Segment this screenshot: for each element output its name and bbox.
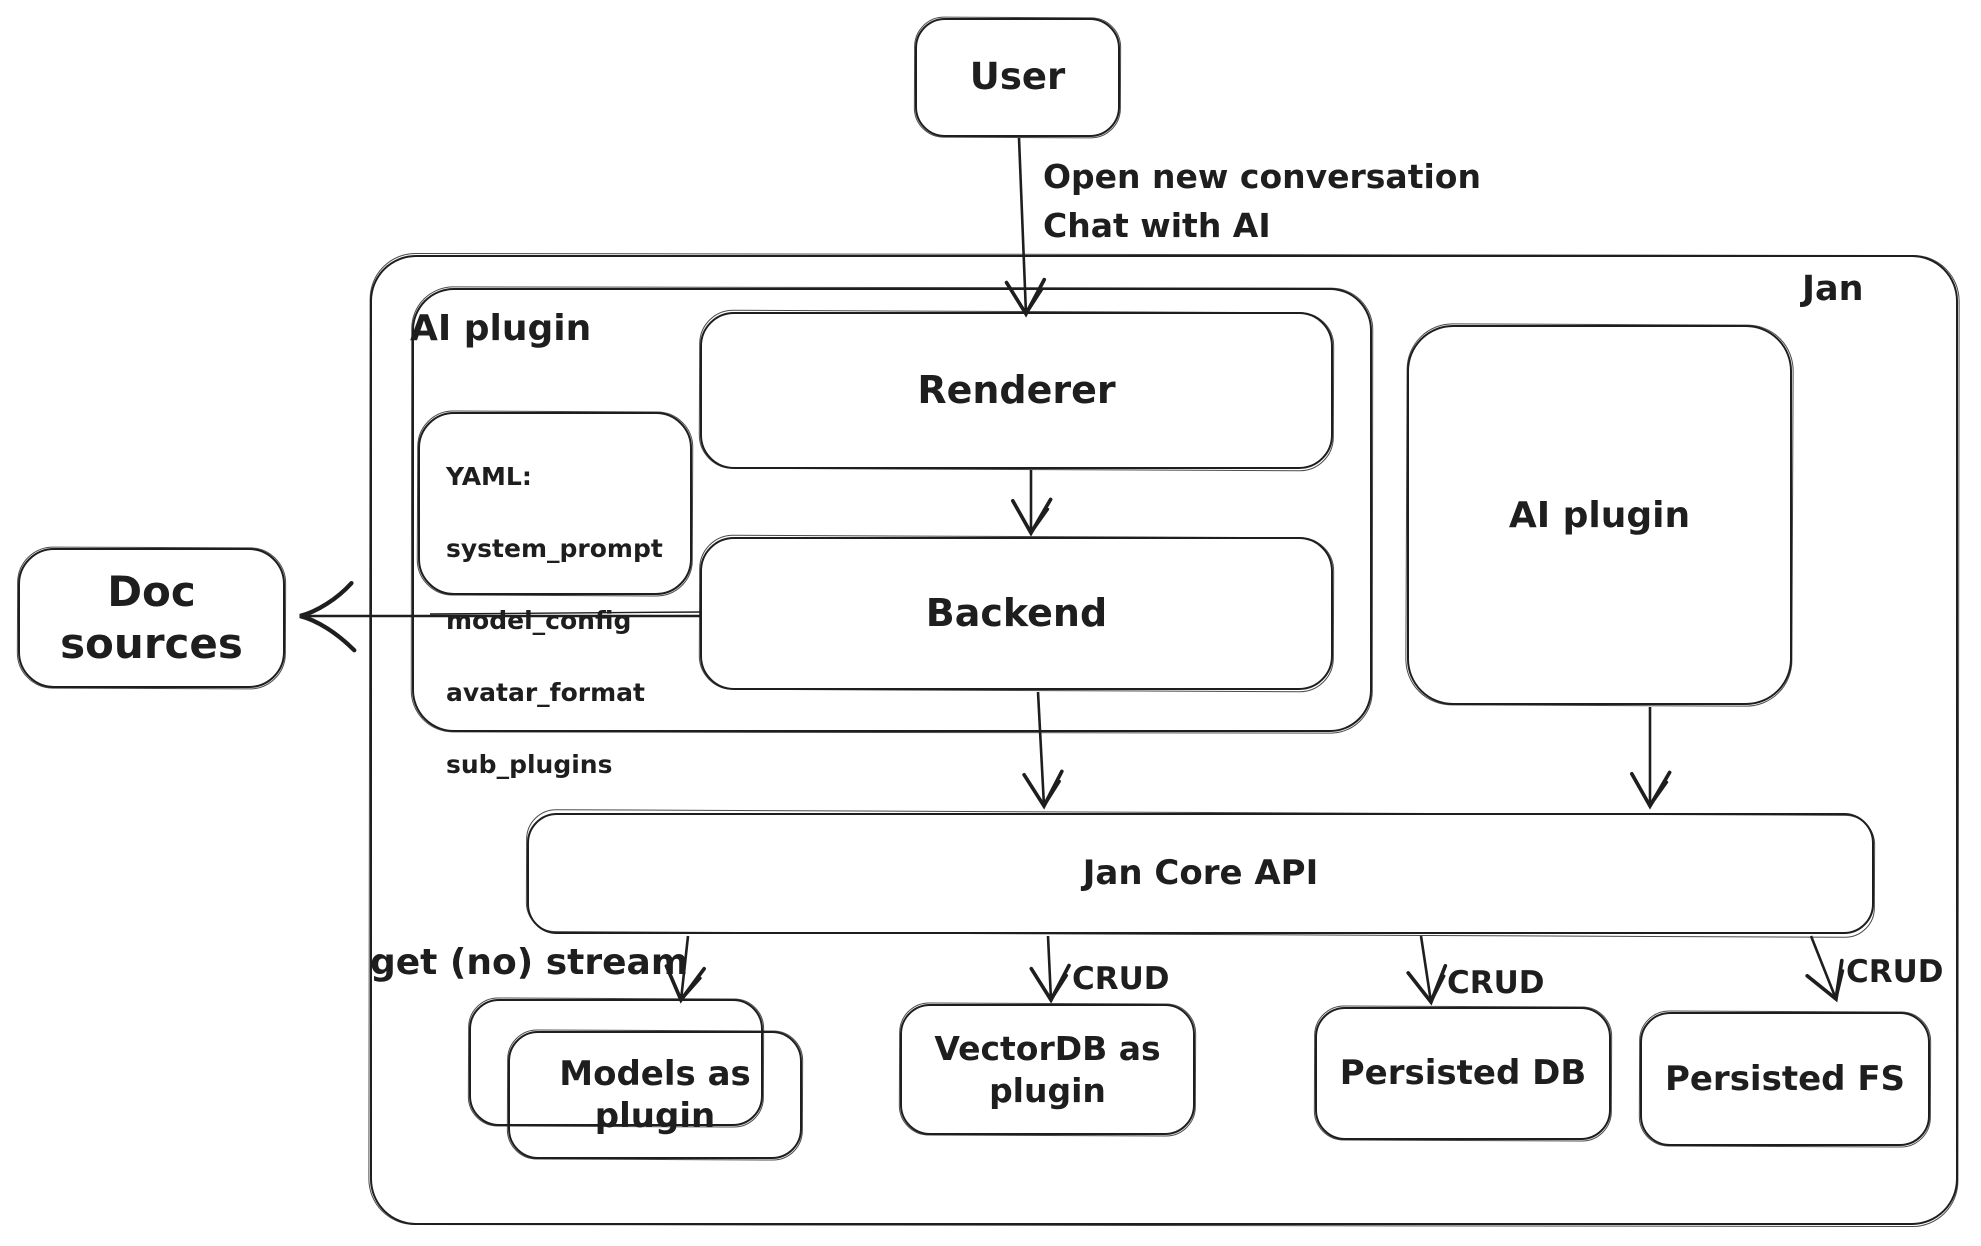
- yaml-line: sub_plugins: [446, 750, 613, 779]
- edge-label-open-conversation: Open new conversation Chat with AI: [1043, 157, 1481, 245]
- persisted-fs-node-label: Persisted FS: [1664, 1058, 1906, 1099]
- ai-plugin-left-label: AI plugin: [410, 308, 592, 349]
- renderer-node-label: Renderer: [917, 367, 1116, 412]
- persisted-db-node-label: Persisted DB: [1339, 1053, 1587, 1094]
- yaml-line: system_prompt: [446, 534, 663, 563]
- ai-plugin-right-node: AI plugin: [1407, 325, 1792, 705]
- models-plugin-node-label: Models as plugin: [559, 1053, 751, 1137]
- user-node: User: [915, 18, 1120, 137]
- jan-container-label: Jan: [1802, 269, 1864, 309]
- yaml-line: YAML:: [446, 462, 532, 491]
- vectordb-plugin-node-label: VectorDB as plugin: [934, 1029, 1161, 1110]
- models-plugin-node: Models as plugin: [508, 1031, 802, 1159]
- jan-core-api-node: Jan Core API: [527, 813, 1874, 934]
- edge-label-crud-vectordb: CRUD: [1072, 961, 1170, 997]
- edge-label-get-no-stream: get (no) stream: [370, 942, 689, 983]
- yaml-note-text: YAML: system_prompt model_config avatar_…: [446, 423, 663, 819]
- jan-container: [370, 255, 1958, 1225]
- backend-node-label: Backend: [925, 590, 1108, 635]
- persisted-db-node: Persisted DB: [1315, 1007, 1611, 1140]
- backend-node: Backend: [700, 537, 1333, 690]
- yaml-line: avatar_format: [446, 678, 645, 707]
- edge-label-crud-persisted-fs: CRUD: [1846, 954, 1944, 990]
- ai-plugin-left-container: [412, 288, 1372, 732]
- vectordb-plugin-node: VectorDB as plugin: [900, 1004, 1195, 1135]
- yaml-line: model_config: [446, 606, 632, 635]
- ai-plugin-right-node-label: AI plugin: [1508, 494, 1691, 536]
- edge-label-crud-persisted-db: CRUD: [1447, 965, 1545, 1001]
- persisted-fs-node: Persisted FS: [1640, 1012, 1930, 1146]
- yaml-note: YAML: system_prompt model_config avatar_…: [418, 412, 692, 779]
- doc-sources-node: Doc sources: [18, 548, 285, 688]
- jan-core-api-node-label: Jan Core API: [1082, 853, 1319, 894]
- doc-sources-node-label: Doc sources: [60, 566, 243, 669]
- user-node-label: User: [969, 55, 1066, 99]
- renderer-node: Renderer: [700, 312, 1333, 469]
